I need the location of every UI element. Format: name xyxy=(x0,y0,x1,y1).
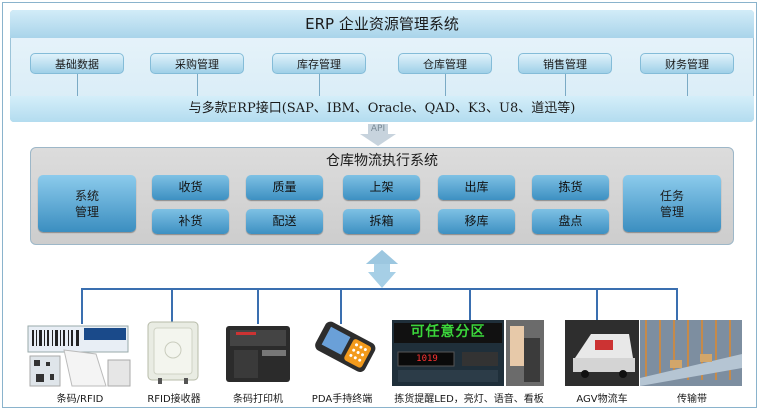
barcode-label-icon xyxy=(26,320,134,387)
erp-module-sales: 销售管理 xyxy=(518,53,612,74)
rfid-reader-icon xyxy=(144,320,204,386)
wms-delivery: 配送 xyxy=(246,209,323,234)
api-label: API xyxy=(370,124,386,134)
connector-line xyxy=(596,288,598,324)
system-management-block: 系统 管理 xyxy=(38,175,136,232)
connector-line xyxy=(687,74,688,96)
task-management-block: 任务 管理 xyxy=(623,175,721,232)
connector-line xyxy=(77,74,78,96)
wms-picking: 拣货 xyxy=(532,175,609,200)
erp-module-basic-data: 基础数据 xyxy=(30,53,124,74)
up-arrow-icon xyxy=(366,250,398,288)
device-label-led-picking: 拣货提醒LED，亮灯、语音、看板 xyxy=(394,394,544,405)
conveyor-icon xyxy=(640,320,742,386)
connector-line xyxy=(565,74,566,96)
agv-vehicle-icon xyxy=(565,320,639,386)
led-board-icon xyxy=(392,320,544,386)
pda-terminal-icon xyxy=(300,320,384,386)
barcode-printer-icon xyxy=(222,320,294,386)
device-label-rfid-reader: RFID接收器 xyxy=(147,394,201,405)
device-label-pda: PDA手持终端 xyxy=(311,394,373,405)
erp-interface-bar: 与多款ERP接口(SAP、IBM、Oracle、QAD、K3、U8、道迅等) xyxy=(10,96,754,122)
wms-stocktake: 盘点 xyxy=(532,209,609,234)
wms-receiving: 收货 xyxy=(152,175,229,200)
device-bus-line xyxy=(82,288,677,290)
device-label-agv: AGV物流车 xyxy=(576,394,628,405)
diagram-frame xyxy=(2,2,757,408)
led-counter-display: 1019 xyxy=(416,354,438,364)
wms-quality: 质量 xyxy=(246,175,323,200)
erp-module-inventory: 库存管理 xyxy=(272,53,366,74)
system-management-label: 系统 管理 xyxy=(74,188,99,219)
connector-line xyxy=(340,288,342,324)
wms-outbound: 出库 xyxy=(438,175,515,200)
erp-module-purchasing: 采购管理 xyxy=(150,53,244,74)
connector-line xyxy=(469,288,471,324)
wms-relocation: 移库 xyxy=(438,209,515,234)
led-display-text: 可任意分区 xyxy=(410,324,486,340)
connector-line xyxy=(676,288,678,324)
task-management-label: 任务 管理 xyxy=(659,188,684,219)
connector-line xyxy=(445,74,446,96)
api-arrow-icon xyxy=(358,124,398,146)
erp-module-warehouse: 仓库管理 xyxy=(398,53,492,74)
erp-title: ERP 企业资源管理系统 xyxy=(10,10,754,38)
connector-line xyxy=(197,74,198,96)
connector-line xyxy=(319,74,320,96)
wms-replenish: 补货 xyxy=(152,209,229,234)
wms-putaway: 上架 xyxy=(343,175,420,200)
erp-module-finance: 财务管理 xyxy=(640,53,734,74)
device-label-barcode-printer: 条码打印机 xyxy=(233,394,283,405)
wms-title: 仓库物流执行系统 xyxy=(326,153,438,169)
connector-line xyxy=(171,288,173,324)
connector-line xyxy=(81,288,83,324)
wms-unpacking: 拆箱 xyxy=(343,209,420,234)
connector-line xyxy=(257,288,259,324)
device-label-barcode-rfid: 条码/RFID xyxy=(56,394,104,405)
device-label-conveyor: 传输带 xyxy=(677,394,707,405)
